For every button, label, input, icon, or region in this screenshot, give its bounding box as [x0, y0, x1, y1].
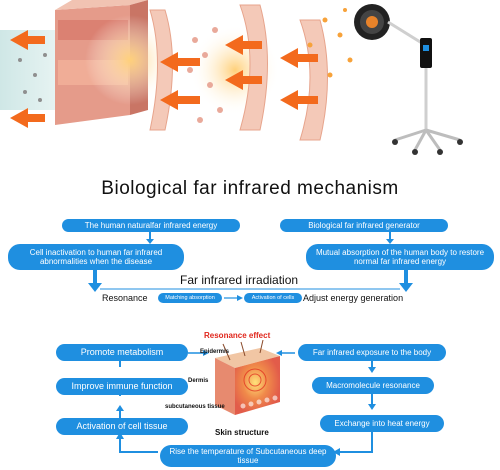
particle-dots [18, 53, 47, 102]
resonance-label: Resonance [102, 293, 148, 303]
fat-cells [240, 395, 278, 409]
far-infrared-exposure-pill: Far infrared exposure to the body [298, 344, 446, 361]
arrow-chain-right-1-head [368, 367, 376, 373]
heat-arrows [10, 30, 318, 128]
subcutaneous-label: subcutaneous tissue [165, 404, 225, 410]
energy-particles [307, 8, 353, 78]
arrow-matching-to-activation-head [237, 295, 243, 301]
improve-immune-pill: Improve immune function [56, 378, 188, 395]
natural-energy-pill: The human naturalfar infrared energy [62, 219, 240, 232]
infrared-lamp [354, 4, 463, 155]
rise-temperature-pill: Rise the temperature of Subcutaneous dee… [160, 445, 336, 467]
connector-bottom-to-left [119, 438, 158, 453]
dermis-label: Dermis [188, 378, 209, 384]
macromolecule-resonance-pill: Macromolecule resonance [312, 377, 434, 394]
cell-inactivation-pill: Cell inactivation to human far infrared … [8, 244, 184, 270]
promote-metabolism-pill: Promote metabolism [56, 344, 188, 361]
activation-of-cells-pill: Activation of cells [244, 293, 302, 303]
adjust-energy-label: Adjust energy generation [303, 293, 404, 303]
arrow-top-right-head [386, 239, 394, 244]
mutual-absorption-pill: Mutual absorption of the human body to r… [306, 244, 494, 270]
arrow-chain-left-1-head [116, 405, 124, 411]
generator-pill: Biological far infrared generator [280, 219, 448, 232]
epidermis-label: Epidermis [200, 349, 230, 355]
hair-strands [222, 340, 264, 361]
heat-rings [243, 368, 267, 392]
skin-structure-label: Skin structure [215, 428, 269, 437]
arrow-mid-right-head [399, 283, 413, 292]
connector-right-to-bottom-head [333, 448, 340, 456]
diagram-title: Biological far infrared mechanism [101, 178, 399, 199]
connector-bottom-to-left-head [116, 432, 124, 439]
skin-and-lamp-illustration [0, 0, 463, 155]
pointer-left-head [203, 350, 209, 356]
exchange-heat-energy-pill: Exchange into heat energy [320, 415, 444, 432]
arrow-top-left-head [146, 239, 154, 244]
connector-right-to-bottom [338, 432, 373, 453]
skin-structure-illustration [215, 340, 280, 415]
activation-cell-tissue-pill: Activation of cell tissue [56, 418, 188, 435]
arrow-mid-left-head [88, 283, 102, 292]
matching-absorption-pill: Matching absorption [158, 293, 222, 303]
pointer-right-head [276, 350, 282, 356]
arrow-chain-right-2-head [368, 404, 376, 410]
resonance-effect-title: Resonance effect [204, 331, 271, 340]
far-infrared-irradiation-label: Far infrared irradiation [180, 273, 299, 287]
top-illustration [0, 0, 500, 160]
skin-front-face [215, 358, 235, 415]
skin-top-face [215, 348, 280, 368]
